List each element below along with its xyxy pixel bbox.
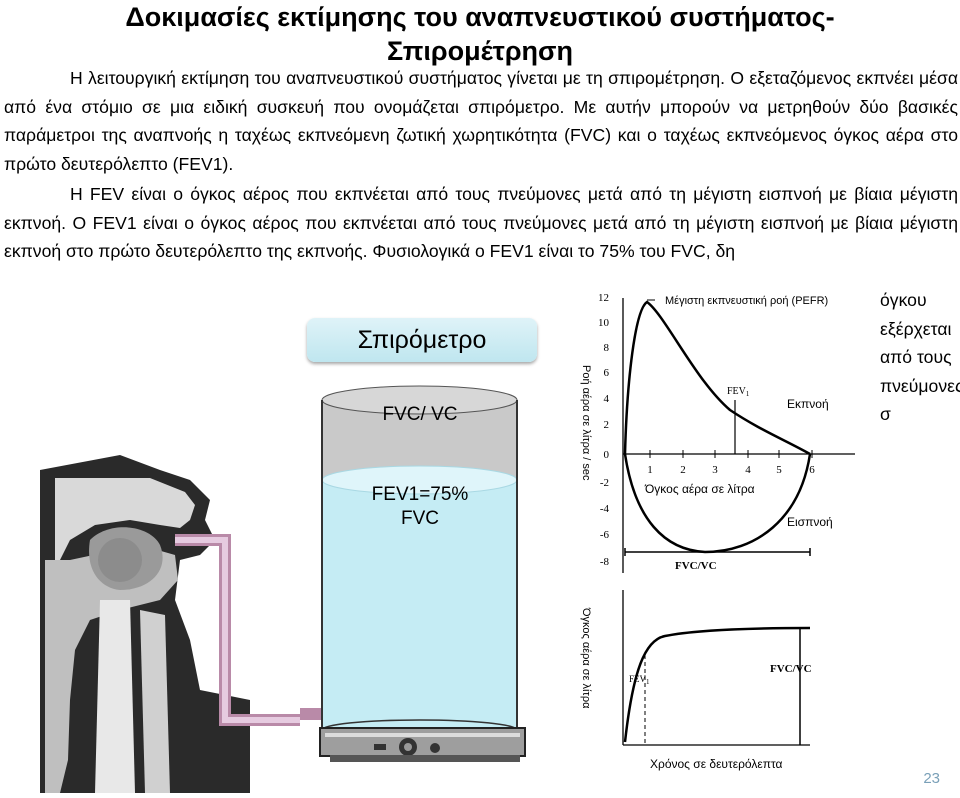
flow-y-axis-label: Ροή αέρα σε λίτρα / sec bbox=[580, 365, 592, 481]
y-tick: 0 bbox=[604, 449, 610, 461]
fev1-line-1: FEV1=75% bbox=[371, 484, 469, 505]
y-tick: -4 bbox=[600, 503, 610, 515]
vt-x-axis-label: Χρόνος σε δευτερόλεπτα bbox=[650, 757, 783, 771]
fvc-vc-text: FVC/ VC bbox=[382, 404, 458, 425]
x-tick: 5 bbox=[776, 464, 782, 476]
title-line-2: Σπιρομέτρηση bbox=[386, 36, 574, 66]
y-tick: 2 bbox=[604, 419, 610, 431]
title-line-1: Δοκιμασίες εκτίμησης του αναπνευστικού σ… bbox=[125, 2, 835, 32]
spirometer-label: Σπιρόμετρο bbox=[307, 318, 537, 362]
slide-title: Δοκιμασίες εκτίμησης του αναπνευστικού σ… bbox=[0, 0, 960, 68]
fev1-line-2: FVC bbox=[401, 508, 439, 529]
fev1-marker-label: FEV1 bbox=[727, 386, 750, 398]
y-tick: 4 bbox=[604, 393, 610, 405]
vt-y-axis-label: Όγκος αέρα σε λίτρα bbox=[580, 607, 592, 709]
x-tick: 3 bbox=[712, 464, 718, 476]
x-tick: 2 bbox=[680, 464, 686, 476]
y-tick: 10 bbox=[598, 317, 610, 329]
y-tick: -6 bbox=[600, 529, 610, 541]
peak-flow-label: Μέγιστη εκπνευστική ροή (PEFR) bbox=[665, 295, 828, 307]
x-tick: 1 bbox=[647, 464, 653, 476]
paragraph-2-main: Η FEV είναι ο όγκος αέρος που εκπνέεται … bbox=[4, 184, 958, 261]
flow-fvc-label: FVC/VC bbox=[675, 560, 717, 572]
paragraph-2: Η FEV είναι ο όγκος αέρος που εκπνέεται … bbox=[4, 180, 958, 266]
expiration-curve bbox=[623, 300, 811, 456]
y-tick: 6 bbox=[604, 367, 610, 379]
vt-fev1-label: FEV1 bbox=[629, 674, 650, 686]
flow-y-ticks: 12 10 8 6 4 2 0 -2 -4 -6 -8 bbox=[598, 292, 610, 568]
page-number: 23 bbox=[923, 770, 940, 787]
volume-time-curve bbox=[623, 626, 811, 743]
y-tick: -2 bbox=[600, 477, 609, 489]
x-tick: 4 bbox=[745, 464, 751, 476]
paragraph-1: Η λειτουργική εκτίμηση του αναπνευστικού… bbox=[4, 68, 958, 174]
flow-tick-marks bbox=[649, 450, 813, 458]
volume-time-graph: FEV1 FVC/VC Χρόνος σε δευτερόλεπτα Όγκος… bbox=[580, 590, 812, 771]
inspiration-label: Εισπνοή bbox=[787, 515, 833, 529]
paragraph-2-fragment-right: όγκου εξέρχεται από τους πνεύμονες σ bbox=[880, 286, 960, 429]
expiration-label: Εκπνοή bbox=[787, 397, 829, 411]
flow-x-axis-label: Όγκος αέρα σε λίτρα bbox=[644, 482, 755, 496]
spirometer-cylinder bbox=[321, 385, 518, 741]
fev1-percent-text: FEV1=75% FVC bbox=[330, 483, 510, 531]
graphs-svg: 12 10 8 6 4 2 0 -2 -4 -6 -8 1 2 3 4 5 6 bbox=[580, 292, 855, 771]
spirometer-base bbox=[319, 727, 526, 762]
y-tick: 12 bbox=[598, 292, 609, 304]
body-text: Η λειτουργική εκτίμηση του αναπνευστικού… bbox=[4, 64, 958, 266]
head-anatomy-image bbox=[40, 455, 250, 793]
x-tick: 6 bbox=[809, 464, 815, 476]
y-tick: 8 bbox=[604, 342, 610, 354]
flow-volume-graph: 12 10 8 6 4 2 0 -2 -4 -6 -8 1 2 3 4 5 6 bbox=[580, 292, 855, 573]
y-tick: -8 bbox=[600, 556, 610, 568]
vt-fvc-label: FVC/VC bbox=[770, 663, 812, 675]
flow-x-ticks: 1 2 3 4 5 6 bbox=[647, 464, 815, 476]
